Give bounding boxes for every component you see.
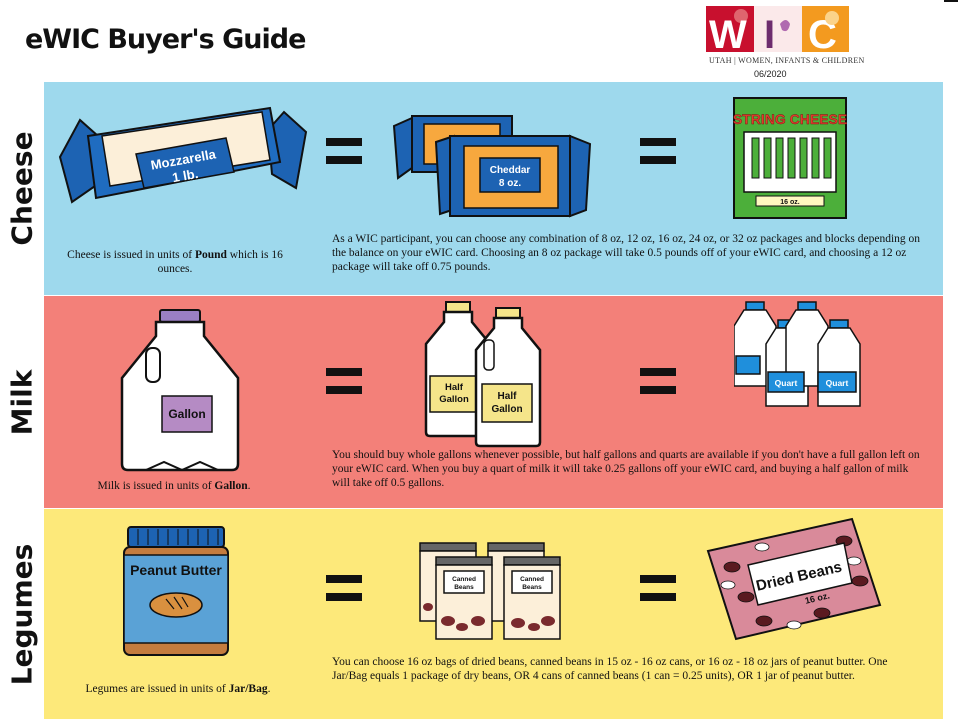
canned-beans-illustration: Canned Beans Canned Beans [419,542,561,640]
canned-beans-label-3: Canned [520,576,544,583]
cheddar-label: Cheddar [490,165,531,176]
wic-logo: W I C UTAH | WOMEN, INFANTS & CHILDREN 0… [706,6,864,86]
milk-gallon-illustration: Gallon [120,309,240,472]
corner-mark [944,0,958,2]
quart-milk-illustration: Quart Quart [734,301,861,407]
cheese-description: As a WIC participant, you can choose any… [332,233,921,273]
milk-side-label: Milk [5,369,39,435]
wic-logo-subtitle: UTAH | WOMEN, INFANTS & CHILDREN [709,56,865,65]
half-gallon-milk-illustration: Half Gallon Half Gallon [424,301,542,448]
cheese-unit-caption: Cheese is issued in units of Pound which… [67,249,283,275]
cheddar-size: 8 oz. [499,178,521,189]
peanut-butter-jar-illustration: Peanut Butter [123,526,229,656]
cheese-unit-word: Pound [194,249,227,261]
legumes-unit-caption: Legumes are issued in units of Jar/Bag. [85,683,271,695]
half-gallon-label-back-2: Gallon [439,394,469,405]
dried-beans-bag-illustration: Dried Beans 16 oz. [706,517,882,641]
equals-sign [640,368,676,394]
svg-text:W: W [709,13,747,54]
svg-text:I: I [764,13,775,54]
canned-beans-label-4: Beans [522,584,542,591]
milk-unit-word: Gallon [214,480,248,492]
cheddar-packages-illustration: Cheddar 8 oz. [392,115,592,218]
string-cheese-illustration: STRING CHEESE 16 oz. [733,97,847,219]
wic-logo-letters: W I C [706,6,849,54]
page-title: eWIC Buyer's Guide [25,24,306,55]
half-gallon-label-front-2: Gallon [491,404,522,415]
string-cheese-label: STRING CHEESE [733,111,847,127]
equals-sign [326,368,362,394]
legumes-section: Peanut Butter Canned Beans Canned Beans … [44,509,943,719]
milk-unit-caption: Milk is issued in units of Gallon. [97,480,251,492]
legumes-unit-word: Jar/Bag [228,683,268,695]
guide-date: 06/2020 [754,69,787,79]
half-gallon-label-back: Half [445,382,464,393]
quart-label-1: Quart [775,378,798,388]
quart-label-2: Quart [826,378,849,388]
canned-beans-label-2: Beans [454,584,474,591]
mozzarella-size: 1 lb. [171,166,199,185]
equals-sign [326,575,362,601]
legumes-description: You can choose 16 oz bags of dried beans… [332,656,888,682]
equals-sign [326,138,362,164]
gallon-label: Gallon [168,407,205,421]
canned-beans-label-1: Canned [452,576,476,583]
equals-sign [640,575,676,601]
equals-sign [640,138,676,164]
string-cheese-size: 16 oz. [780,199,800,206]
milk-section: Gallon Half Gallon Half Gallon Quart Qua… [44,296,943,508]
half-gallon-label-front: Half [498,391,518,402]
cheese-side-label: Cheese [5,131,39,246]
legumes-side-label: Legumes [5,543,39,685]
mozzarella-package-illustration: Mozzarella 1 lb. [58,106,308,204]
peanut-butter-label: Peanut Butter [130,562,222,578]
cheese-section: Mozzarella 1 lb. Cheddar 8 oz. STRING CH… [44,82,943,295]
milk-description: You should buy whole gallons whenever po… [332,449,920,489]
